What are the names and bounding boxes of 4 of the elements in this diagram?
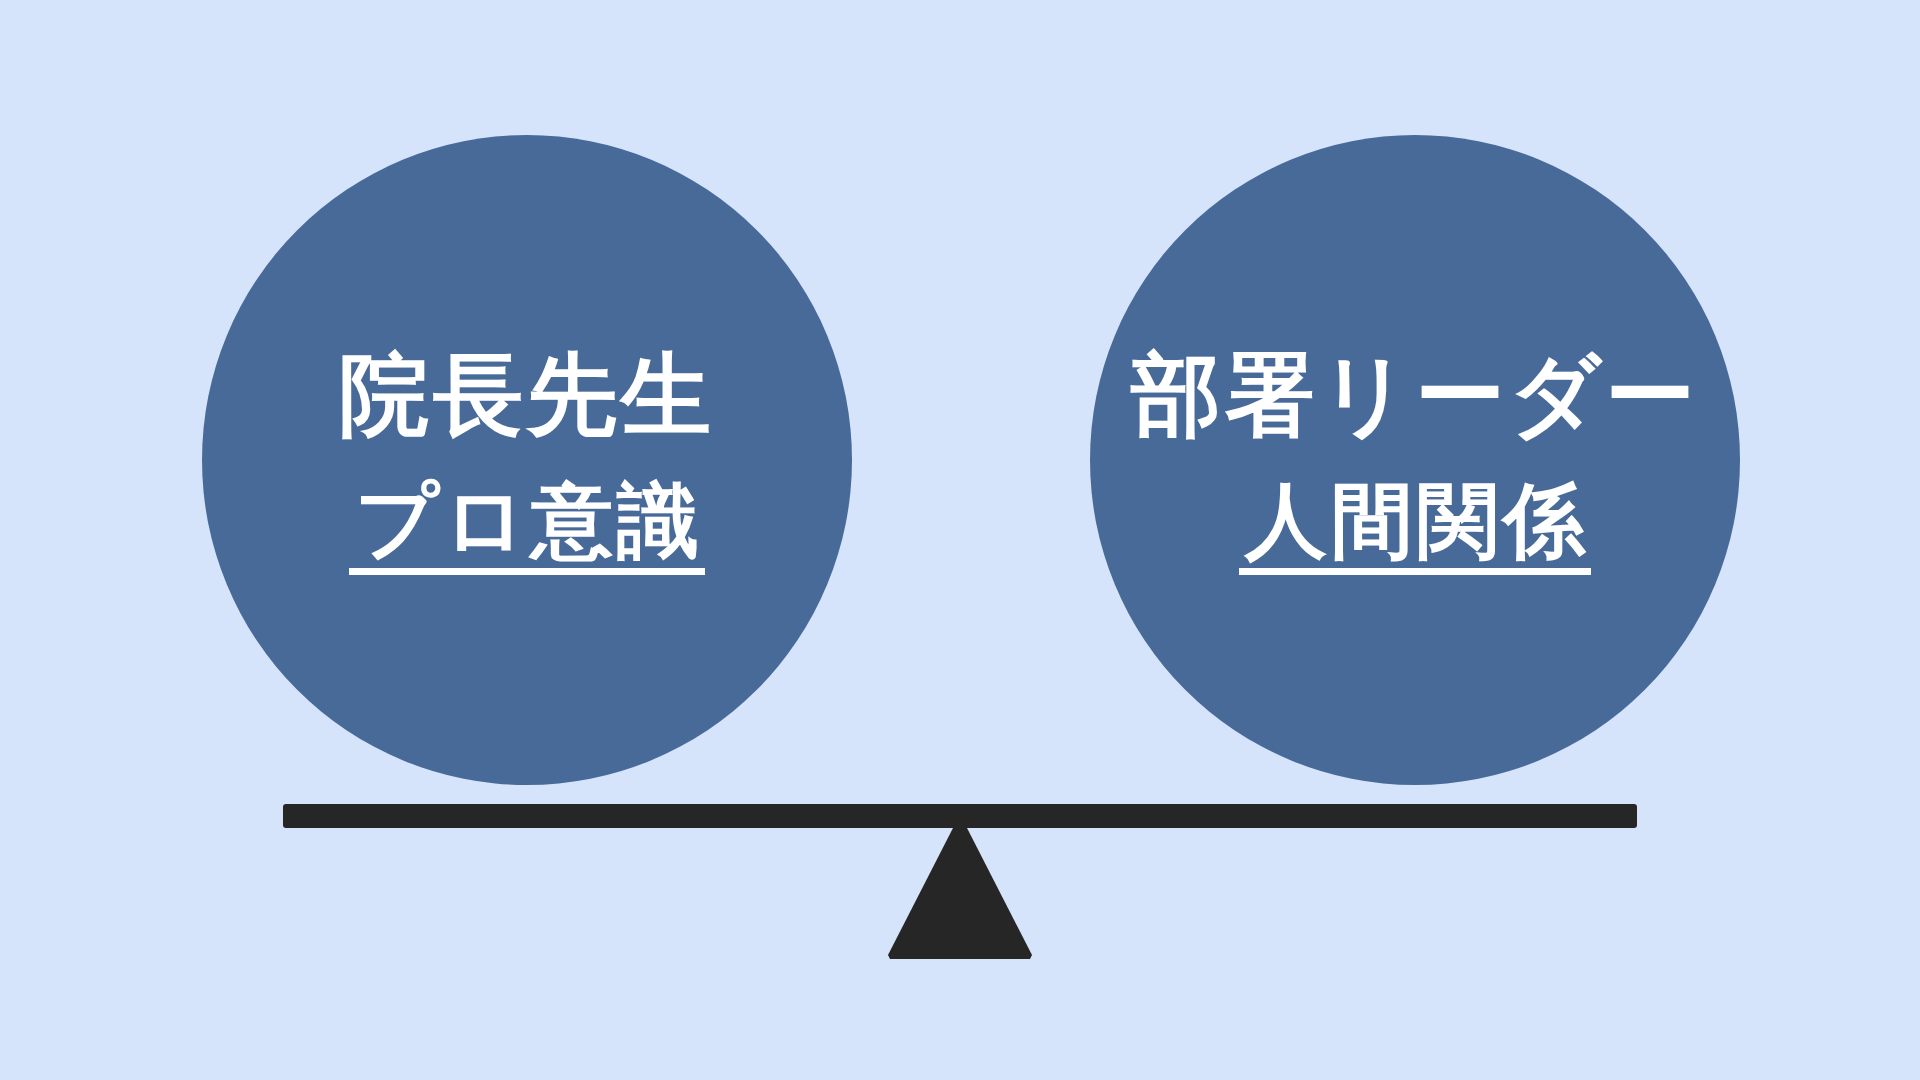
heading-text: 部署リーダー <box>1131 344 1699 444</box>
heading-text: 院長先生 <box>339 344 715 444</box>
underlined-text: 人間関係 <box>1239 477 1591 576</box>
underlined-text: プロ意識 <box>349 477 705 576</box>
